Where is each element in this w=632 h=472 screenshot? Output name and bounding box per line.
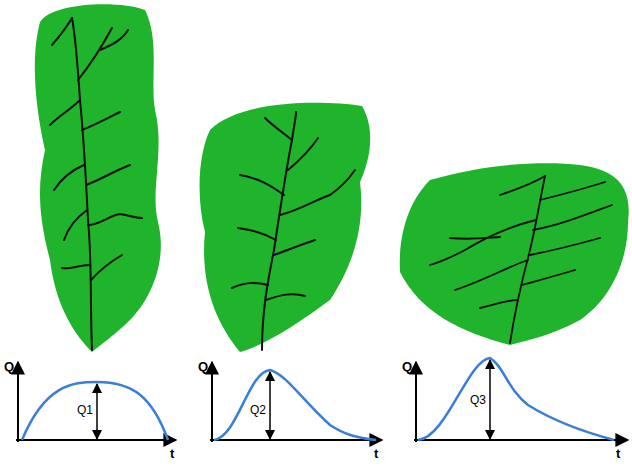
axis-label: t: [170, 447, 174, 460]
river-network: [232, 112, 355, 350]
river-network: [50, 18, 142, 350]
axis-label: t: [616, 447, 620, 460]
axis-label: t: [374, 447, 378, 460]
circular-basin: [400, 163, 629, 345]
hydrograph-curve: [22, 358, 614, 440]
axis-label: Q: [198, 360, 208, 373]
peak-label: Q3: [470, 394, 486, 406]
hydrograph-axes: [16, 362, 628, 442]
peak-label: Q1: [77, 404, 93, 416]
axis-label: Q: [402, 360, 412, 373]
elongated-basin: [35, 4, 161, 352]
peak-label: Q2: [250, 404, 266, 416]
intermediate-basin: [200, 103, 371, 352]
river-network: [430, 176, 612, 343]
peak-arrow: [97, 360, 490, 439]
axis-label: Q: [4, 360, 14, 373]
